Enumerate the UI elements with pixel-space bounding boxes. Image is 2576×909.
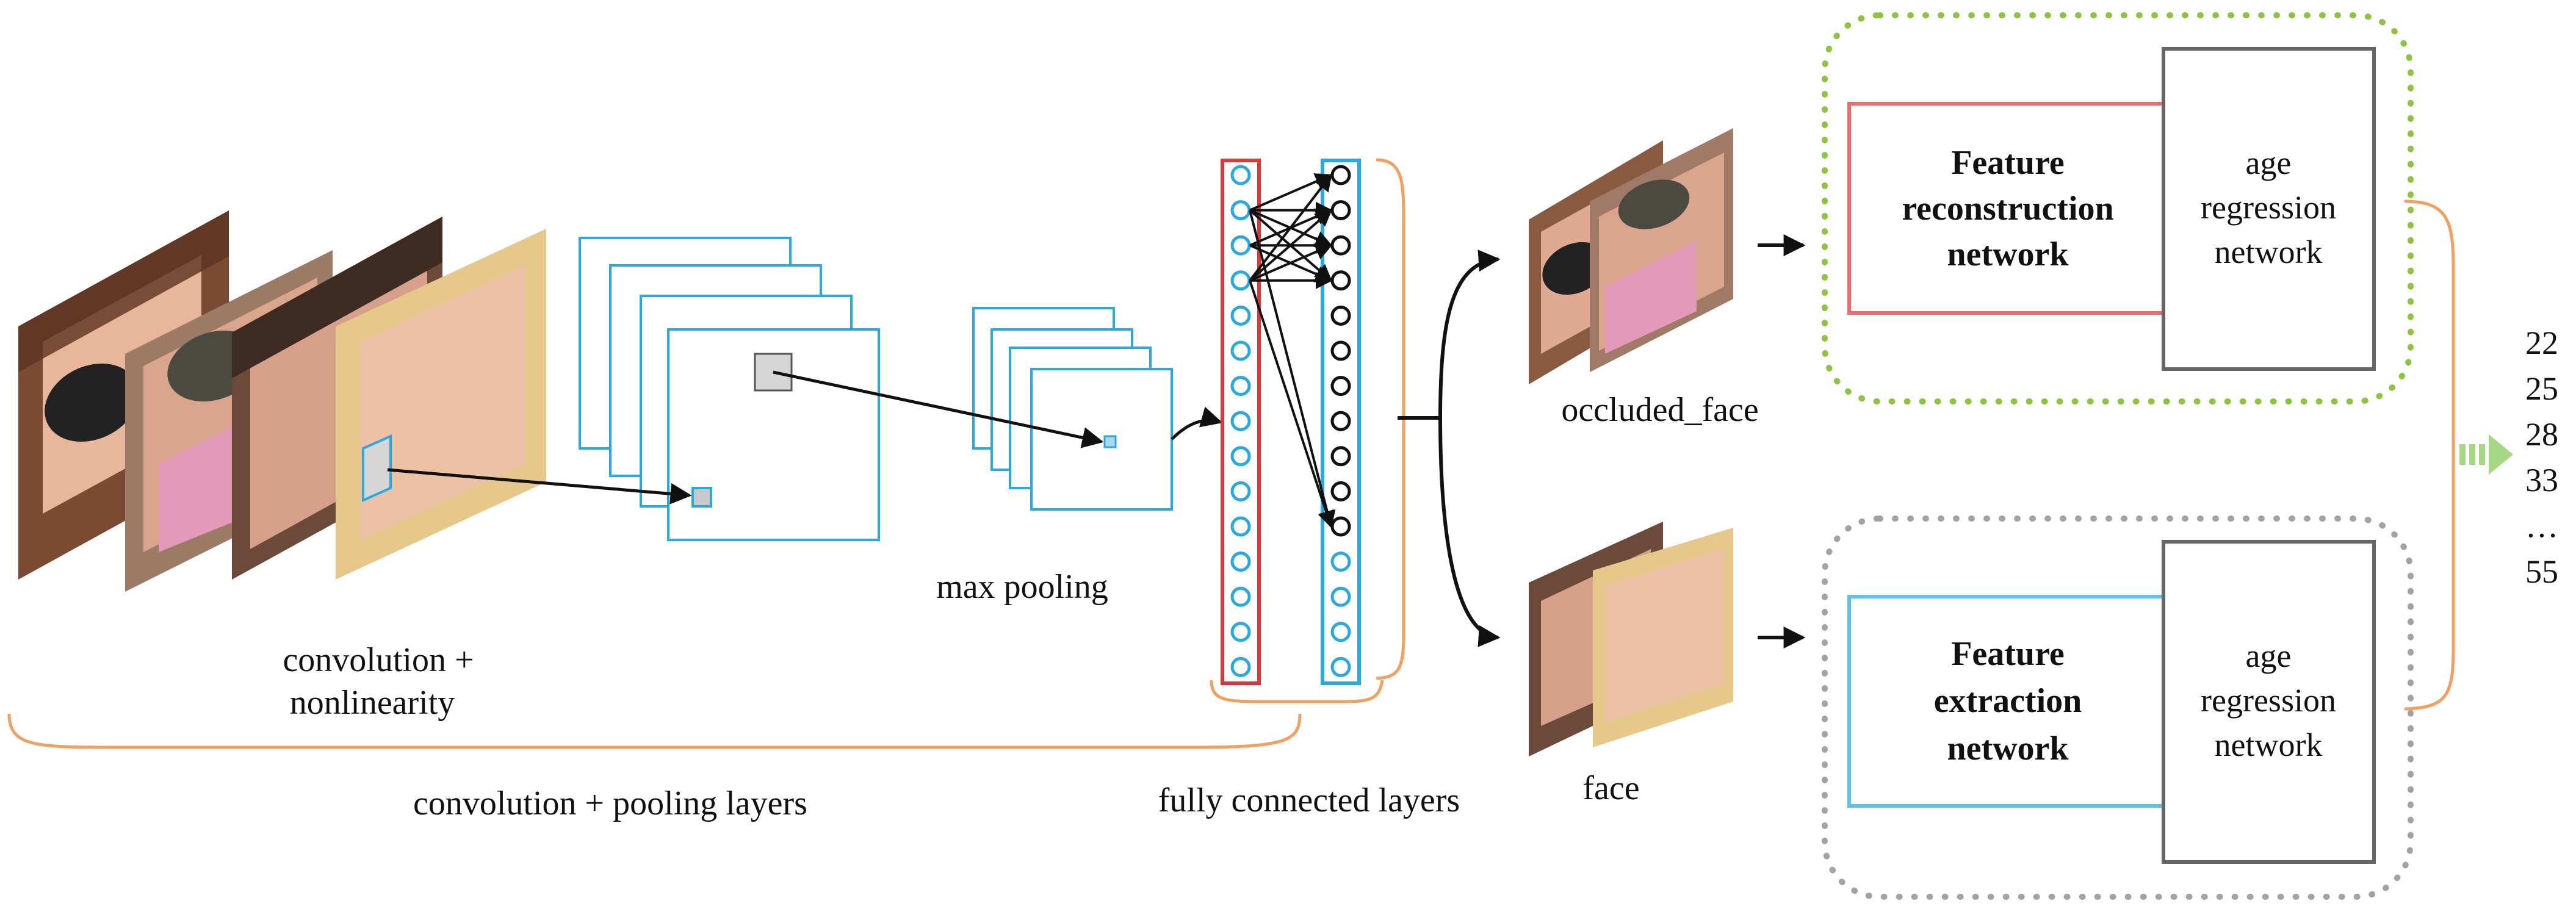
occluded-face-label: occluded_face: [1561, 391, 1758, 429]
top-network-group: [1822, 12, 2414, 404]
conv-pool-layers-label: convolution + pooling layers: [413, 785, 807, 822]
fc-node-layer1-12: [1230, 586, 1251, 607]
feature-reconstruction-box: [1847, 102, 2165, 315]
fc-node-layer1-10: [1230, 516, 1251, 537]
arrow-input-to-conv: [387, 468, 692, 505]
input-face-image-1: [18, 210, 229, 580]
fc-node-layer2-10: [1330, 516, 1351, 537]
fc-node-layer1-7: [1230, 411, 1251, 431]
fc-connection-11: [1249, 210, 1336, 528]
fc-connection-7: [1249, 173, 1332, 282]
fc-layer-1-nodes: [1230, 165, 1251, 677]
fc-node-layer1-4: [1230, 305, 1251, 326]
reconstruction-label-line1: Feature: [1951, 144, 2065, 182]
feature-extraction-box: [1847, 595, 2165, 808]
face-label: face: [1582, 769, 1639, 807]
convolution-label-line1: convolution +: [283, 641, 474, 679]
age-output-2: 28: [2525, 416, 2558, 453]
age-output-5: 55: [2525, 553, 2558, 590]
fc-node-layer1-0: [1230, 165, 1251, 185]
brace-fc-bottom: [1210, 680, 1384, 703]
fc-node-layer1-2: [1230, 235, 1251, 256]
fc-connection-9: [1249, 243, 1333, 282]
age-top-label-line2: regression: [2201, 189, 2336, 226]
fc-node-layer1-14: [1230, 656, 1251, 677]
age-output-1: 25: [2525, 370, 2558, 407]
age-bottom-label-line1: age: [2246, 638, 2292, 674]
fc-node-layer2-11: [1330, 552, 1351, 572]
fc-node-layer2-14: [1330, 656, 1351, 677]
fc-node-layer1-13: [1230, 622, 1251, 642]
extraction-label-line3: network: [1947, 730, 2069, 767]
arrow-pool-to-fc: [1171, 406, 1223, 440]
fc-node-layer2-7: [1330, 411, 1351, 431]
fc-node-layer2-0: [1330, 165, 1351, 185]
fc-node-layer2-13: [1330, 622, 1351, 642]
arrow-branch-top: [1438, 250, 1501, 419]
pooling-cell: [1103, 435, 1117, 448]
fc-node-layer2-12: [1330, 586, 1351, 607]
fc-node-layer2-3: [1330, 270, 1351, 291]
fc-node-layer1-3: [1230, 270, 1251, 291]
output-arrow: [2459, 434, 2513, 475]
extraction-label-line1: Feature: [1951, 635, 2065, 673]
fc-connections: [1249, 173, 1336, 528]
age-regression-box-bottom: [2162, 540, 2376, 864]
pooling-feature-maps: [972, 307, 1173, 511]
pooling-map-4: [1030, 368, 1173, 511]
fc-node-layer2-2: [1330, 235, 1351, 256]
brace-fc-right: [1376, 158, 1405, 680]
convolution-label-line2: nonlinearity: [290, 684, 455, 722]
max-pooling-label: max pooling: [936, 568, 1108, 606]
fc-node-layer2-5: [1330, 340, 1351, 361]
fc-node-layer1-5: [1230, 340, 1251, 361]
age-bottom-label-line2: regression: [2201, 682, 2336, 719]
conv-receptive-cell: [691, 487, 712, 508]
fc-connection-8: [1249, 209, 1333, 282]
fc-node-layer2-4: [1330, 305, 1351, 326]
arrow-branch-bottom: [1438, 417, 1501, 647]
output-brace: [2404, 199, 2455, 711]
age-regression-box-top: [2162, 47, 2376, 371]
fc-node-layer1-11: [1230, 552, 1251, 572]
extraction-label-line2: extraction: [1934, 682, 2082, 720]
face-images: [1529, 522, 1733, 756]
reconstruction-label-line2: reconstruction: [1902, 190, 2113, 228]
fc-connection-12: [1249, 280, 1335, 528]
fc-node-layer2-9: [1330, 481, 1351, 501]
fully-connected-label: fully connected layers: [1158, 781, 1460, 819]
age-bottom-label-line3: network: [2215, 727, 2323, 763]
brace-conv-pool: [7, 713, 1302, 749]
conv-feature-maps: [579, 237, 880, 541]
fc-node-layer2-1: [1330, 200, 1351, 221]
fc-node-layer2-8: [1330, 446, 1351, 467]
age-top-label-line1: age: [2246, 145, 2292, 181]
age-top-label-line3: network: [2215, 234, 2323, 270]
fc-layer-2-nodes: [1330, 165, 1351, 677]
input-face-stack: [18, 210, 546, 592]
arrow-conv-to-pool: [773, 370, 1104, 448]
fc-node-layer1-9: [1230, 481, 1251, 501]
age-output-3: 33: [2525, 462, 2558, 498]
occluded-face-images: [1529, 128, 1733, 384]
fc-node-layer2-6: [1330, 376, 1351, 397]
age-output-4: …: [2525, 508, 2558, 544]
fc-node-layer1-8: [1230, 446, 1251, 467]
fc-node-layer1-6: [1230, 376, 1251, 397]
reconstruction-label-line3: network: [1947, 235, 2069, 273]
age-output-0: 22: [2525, 325, 2558, 361]
fc-node-layer1-1: [1230, 200, 1251, 221]
input-face-image-4: [336, 229, 546, 580]
